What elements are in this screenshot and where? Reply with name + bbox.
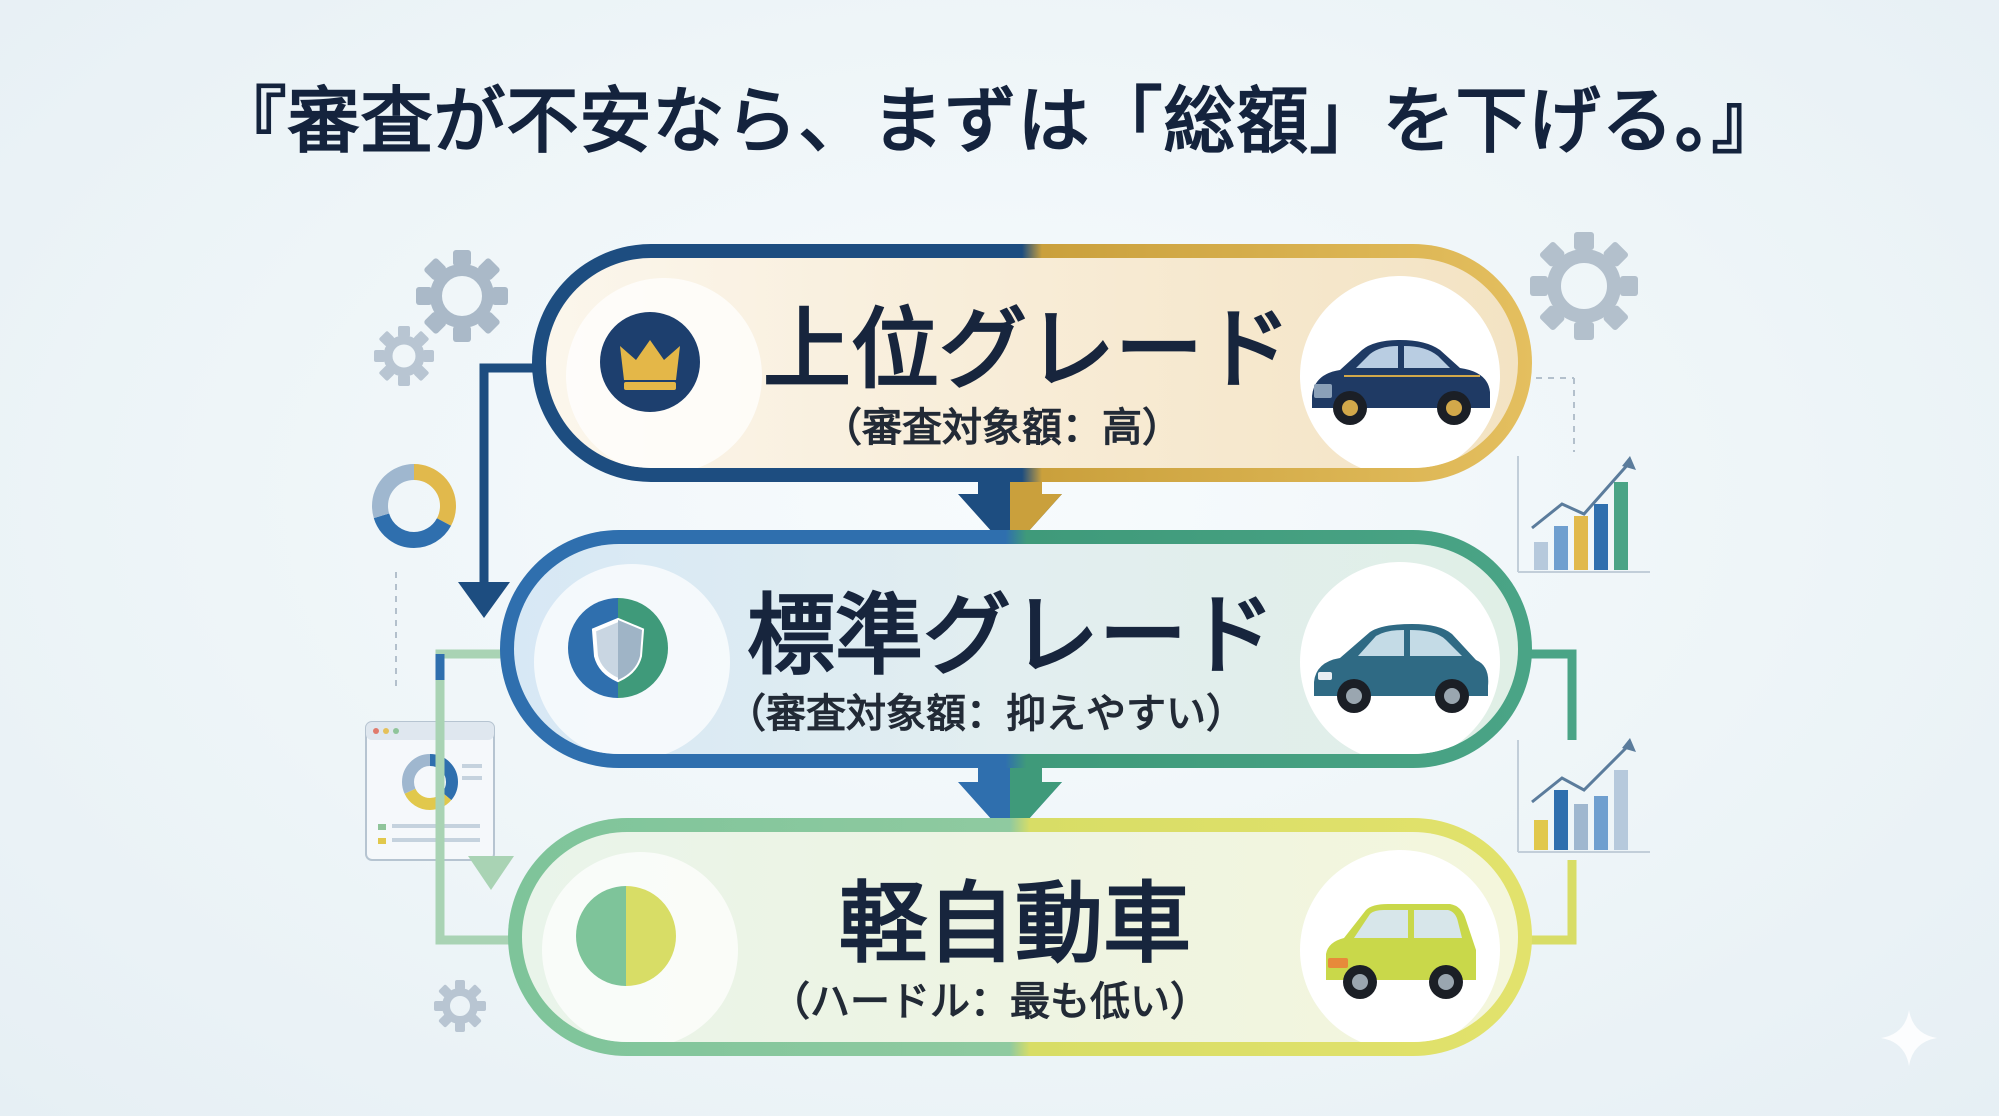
dashboard-window-icon: [365, 721, 495, 861]
bar-chart-icon: [1517, 456, 1650, 573]
crown-icon: [598, 310, 702, 414]
tier-sublabel: （ハードル：最も低い）: [770, 979, 1210, 1025]
shield-icon: [566, 596, 670, 700]
tier-standard-grade: 標準グレード （審査対象額：抑えやすい）: [500, 530, 1532, 768]
tier-sublabel: （審査対象額：高）: [822, 405, 1182, 451]
gear-icon: [434, 980, 486, 1032]
page-title: 『審査が不安なら、まずは「総額」を下げる。』: [214, 79, 1785, 163]
luxury-sedan-icon: [1300, 276, 1500, 468]
tier-label: 上位グレード: [762, 298, 1291, 401]
gear-icon: [374, 326, 434, 386]
gear-icon: [416, 250, 508, 342]
tier-label: 軽自動車: [838, 872, 1191, 975]
tier-sublabel: （審査対象額：抑えやすい）: [726, 691, 1246, 737]
tier-panel: 軽自動車 （ハードル：最も低い）: [522, 832, 1518, 1042]
tier-panel: 上位グレード （審査対象額：高）: [546, 258, 1518, 468]
half-circle-icon: [574, 884, 678, 988]
donut-chart-icon: [372, 464, 456, 548]
tier-panel: 標準グレード （審査対象額：抑えやすい）: [514, 544, 1518, 754]
sparkle-icon: [1881, 1010, 1937, 1066]
arrow-down-icon: [468, 856, 514, 890]
tier-label: 標準グレード: [746, 584, 1275, 687]
arrow-down-icon: [458, 582, 510, 618]
kei-car-icon: [1300, 850, 1500, 1042]
tier-premium-grade: 上位グレード （審査対象額：高）: [532, 244, 1532, 482]
hatchback-car-icon: [1300, 562, 1500, 754]
bar-chart-icon: [1517, 738, 1650, 853]
gear-icon: [1530, 232, 1638, 340]
tier-kei-car: 軽自動車 （ハードル：最も低い）: [508, 818, 1532, 1056]
